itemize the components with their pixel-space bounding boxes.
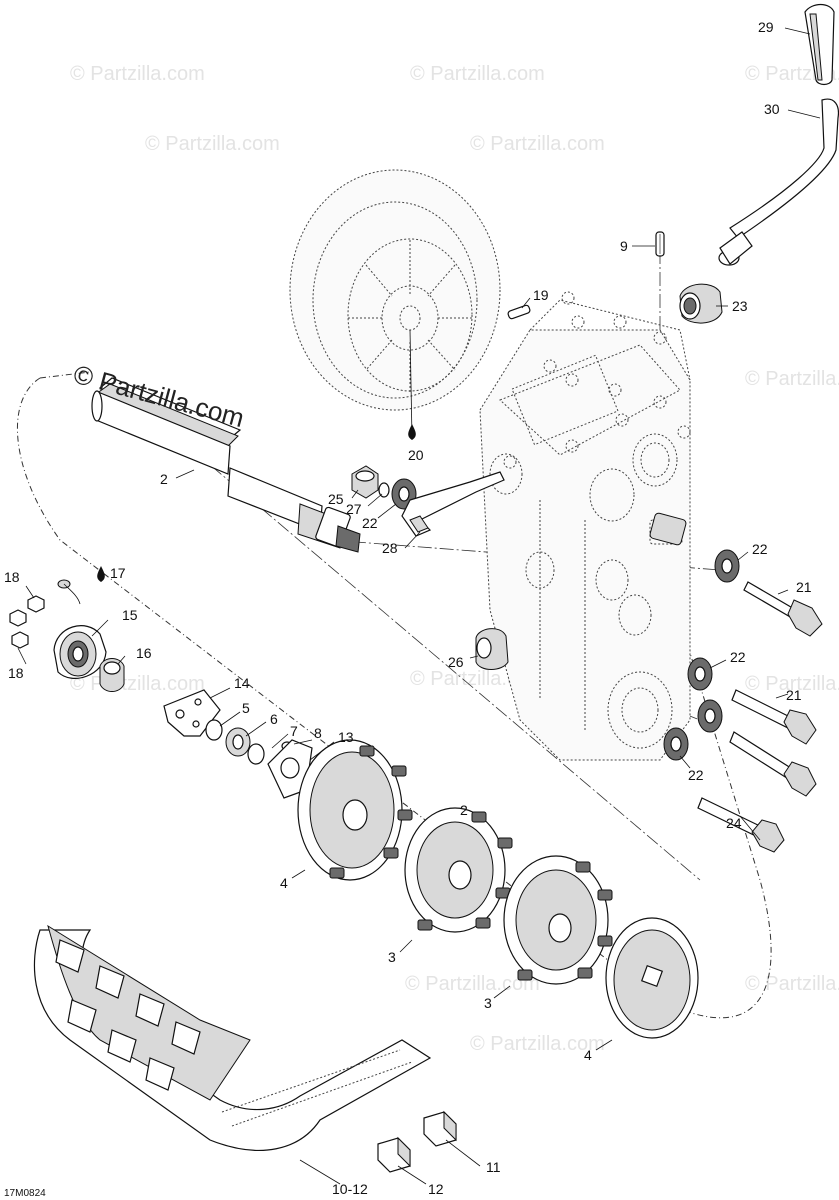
callout-10-12: 10-12 — [332, 1181, 368, 1197]
callout-22: 22 — [688, 767, 704, 783]
watermark: © Partzilla.com — [70, 63, 205, 85]
callout-19: 19 — [533, 287, 549, 303]
callout-4: 4 — [280, 875, 288, 891]
seal — [205, 719, 223, 741]
chaincase-housing — [479, 291, 691, 761]
callout-20: 20 — [408, 447, 424, 463]
watermark: © Partzilla.com — [745, 673, 839, 695]
callout-21: 21 — [796, 579, 812, 595]
callout-30: 30 — [764, 101, 780, 117]
bolt — [57, 579, 81, 605]
oil-drop-icon — [97, 566, 105, 582]
watermark: © Partzilla.com — [70, 673, 205, 695]
o-ring — [247, 743, 265, 765]
callout-15: 15 — [122, 607, 138, 623]
bearing-flange — [53, 625, 107, 679]
leader-lines — [17, 27, 821, 1185]
o-ring — [378, 482, 390, 498]
callout-3: 3 — [388, 949, 396, 965]
callout-27: 27 — [346, 501, 362, 517]
callout-18: 18 — [4, 569, 20, 585]
bearing — [225, 727, 251, 757]
bolt — [729, 731, 817, 797]
watermark: © Partzilla.com — [470, 133, 605, 155]
callout-17: 17 — [110, 565, 126, 581]
bearing — [714, 549, 740, 583]
bearing — [697, 699, 723, 733]
inner-sprocket — [503, 855, 613, 985]
track-belt — [33, 924, 432, 1151]
callout-2: 2 — [160, 471, 168, 487]
callout-29: 29 — [758, 19, 774, 35]
bushing — [679, 283, 723, 324]
callout-8: 8 — [314, 725, 322, 741]
watermark: © Partzilla.com — [470, 1033, 605, 1055]
nut — [351, 465, 379, 499]
callout-18: 18 — [8, 665, 24, 681]
callout-5: 5 — [242, 700, 250, 716]
callout-23: 23 — [732, 298, 748, 314]
bolt — [743, 581, 823, 637]
track-path-outline — [17, 377, 772, 1019]
callout-28: 28 — [382, 540, 398, 556]
gasket-plate — [163, 689, 221, 737]
nut — [27, 595, 45, 613]
oil-drop-icon — [408, 424, 416, 440]
watermark: © Partzilla.com — [745, 973, 839, 995]
drive-axle — [91, 377, 361, 553]
nut — [11, 631, 29, 649]
callout-14: 14 — [234, 675, 250, 691]
rubber-grip — [804, 3, 835, 86]
outer-sprocket — [297, 739, 413, 881]
callout-labels: 29 30 9 19 23 20 2 25 27 22 28 22 21 18 … — [4, 19, 812, 1197]
bearing — [687, 657, 713, 691]
callout-24: 24 — [726, 815, 742, 831]
pull-handle-rod — [718, 98, 839, 266]
callout-7: 7 — [290, 723, 298, 739]
callout-11: 11 — [486, 1159, 501, 1175]
callout-16: 16 — [136, 645, 152, 661]
cap — [99, 658, 125, 692]
callout-13: 13 — [338, 729, 354, 745]
callout-2: 2 — [460, 802, 468, 818]
shift-fork — [401, 471, 505, 537]
callout-21: 21 — [786, 687, 802, 703]
bearing — [663, 727, 689, 761]
inner-sprocket — [404, 807, 513, 933]
callout-4: 4 — [584, 1047, 592, 1063]
callout-26: 26 — [448, 654, 464, 670]
callout-9: 9 — [620, 238, 628, 254]
slider-clip — [423, 1110, 457, 1147]
callout-22: 22 — [752, 541, 768, 557]
callout-12: 12 — [428, 1181, 444, 1197]
roll-pin — [655, 231, 665, 257]
drawing-code: 17M0824 — [4, 1188, 46, 1199]
bolt — [731, 689, 817, 745]
callout-22: 22 — [362, 515, 378, 531]
watermark: © Partzilla.com — [745, 368, 839, 390]
output-shaft-spline — [649, 512, 687, 546]
watermark: © Partzilla.com — [405, 973, 540, 995]
key — [507, 304, 531, 320]
watermark: © Partzilla.com — [410, 63, 545, 85]
bolt — [697, 797, 785, 853]
callout-3: 3 — [484, 995, 492, 1011]
callout-25: 25 — [328, 491, 344, 507]
driven-pulley — [289, 169, 501, 411]
spacer — [475, 628, 509, 670]
callout-22: 22 — [730, 649, 746, 665]
nut — [9, 609, 27, 627]
watermark: © Partzilla.com — [145, 133, 280, 155]
outer-sprocket — [605, 917, 699, 1039]
slider-clip — [377, 1136, 411, 1173]
track-path-outline-top — [39, 371, 91, 379]
callout-6: 6 — [270, 711, 278, 727]
